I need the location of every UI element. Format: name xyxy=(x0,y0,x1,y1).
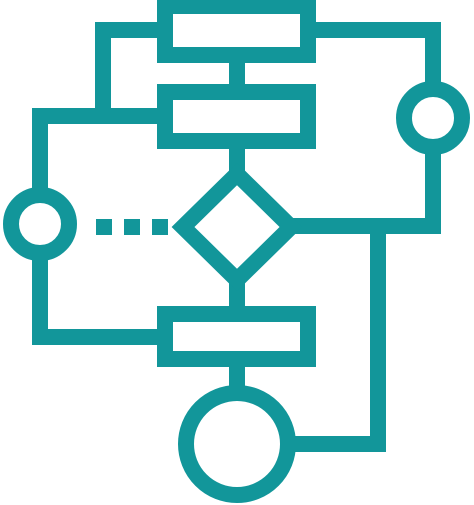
connector-top-to-right-circle xyxy=(308,22,441,90)
terminal-circle-left xyxy=(3,187,77,261)
connector-right-circle-to-diamond xyxy=(291,147,441,234)
connector-left-loop xyxy=(32,108,165,345)
flowchart-graphic xyxy=(3,0,470,503)
connector-top-to-left-loop xyxy=(95,22,165,112)
decision-diamond xyxy=(171,162,303,292)
terminal-circle-right xyxy=(396,81,470,155)
terminal-circle-bottom xyxy=(178,385,296,503)
process-box-second xyxy=(157,84,316,149)
process-box-top xyxy=(157,0,316,63)
connector-right-rail xyxy=(288,226,386,452)
process-box-bottom xyxy=(157,306,316,367)
